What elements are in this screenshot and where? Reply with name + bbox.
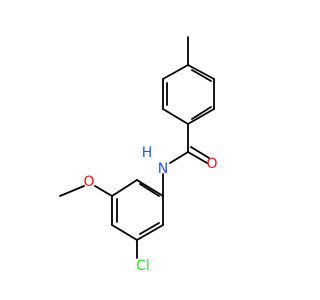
amide-nitrogen-label: N	[158, 161, 168, 177]
bond	[187, 151, 208, 164]
bond	[191, 106, 212, 120]
bond	[190, 146, 210, 159]
methoxy-oxygen-label: O	[83, 174, 94, 190]
bond	[136, 179, 164, 197]
bond	[187, 64, 215, 80]
bond	[111, 179, 138, 197]
bond	[162, 64, 189, 80]
bond	[139, 183, 160, 197]
bond	[94, 185, 113, 197]
bond	[169, 151, 189, 164]
bond	[191, 69, 212, 82]
bond	[111, 224, 138, 241]
molecule-structure: O H N O Cl	[59, 36, 218, 274]
amide-hydrogen-label: H	[142, 145, 153, 161]
bond	[59, 185, 85, 197]
bond-set	[59, 36, 215, 259]
bond	[162, 108, 189, 125]
bond	[139, 222, 160, 235]
chlorine-label: Cl	[136, 258, 150, 274]
carbonyl-oxygen-label: O	[206, 156, 217, 172]
bond	[187, 108, 215, 125]
bond	[136, 224, 164, 241]
